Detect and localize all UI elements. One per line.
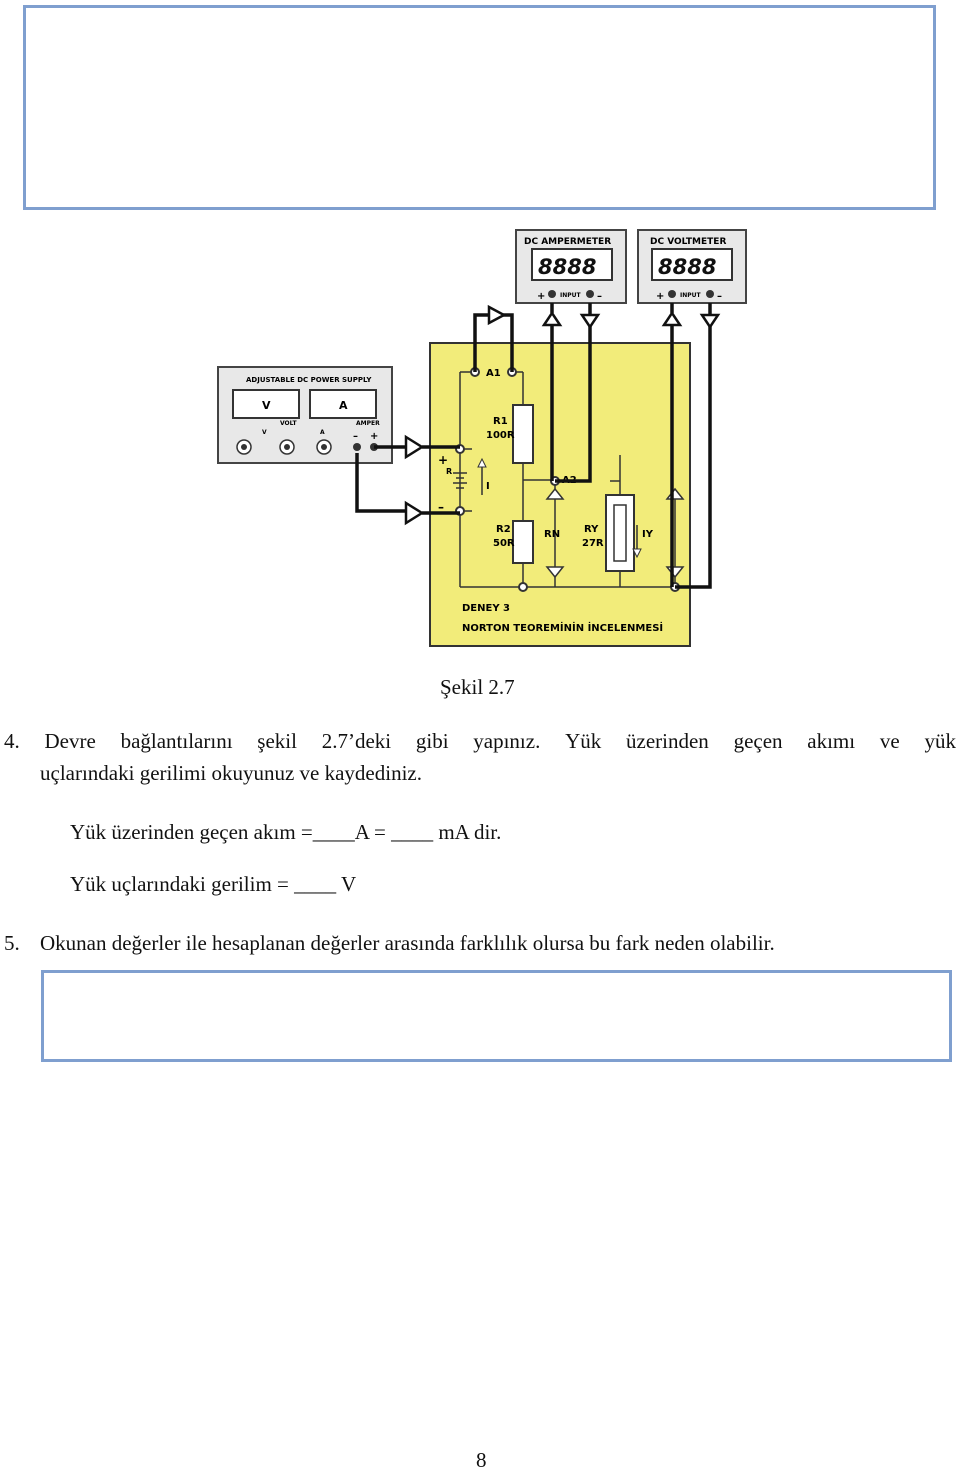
- step4-line1: 4. Devre bağlantılarını şekil 2.7’deki g…: [4, 729, 956, 753]
- answer-box-top[interactable]: [23, 5, 936, 210]
- label-i: I: [486, 481, 490, 492]
- power-supply-title: ADJUSTABLE DC POWER SUPPLY: [246, 376, 372, 384]
- voltmeter-title: DC VOLTMETER: [650, 237, 726, 247]
- voltmeter-display: 8888: [658, 255, 716, 279]
- label-volt: VOLT: [280, 420, 297, 427]
- label-ry-name: RY: [584, 524, 599, 535]
- load-voltage-question: Yük uçlarındaki gerilim = ____ V: [70, 872, 357, 896]
- supply-minus: –: [353, 431, 358, 442]
- figure-caption: Şekil 2.7: [440, 675, 515, 699]
- voltmeter-terminal-plus-icon: [668, 290, 676, 298]
- label-deney-title: NORTON TEOREMİNİN İNCELENMESİ: [462, 620, 663, 634]
- label-r: R: [446, 467, 452, 476]
- ammeter-terminal-plus-icon: [548, 290, 556, 298]
- answer-box-bottom[interactable]: [41, 970, 952, 1062]
- label-a1: A1: [486, 368, 501, 379]
- label-rn: RN: [544, 529, 560, 540]
- load-current-question: Yük üzerinden geçen akım =____A = ____ m…: [70, 820, 502, 844]
- resistor-r2: [512, 520, 534, 564]
- label-ry-value: 27R: [582, 538, 604, 549]
- svg-text:+: +: [537, 291, 545, 302]
- svg-text:–: –: [717, 291, 722, 302]
- label-r1-name: R1: [493, 416, 508, 427]
- step4-number: 4.: [4, 729, 20, 753]
- svg-text:+: +: [656, 291, 664, 302]
- ammeter-display: 8888: [538, 255, 596, 279]
- supply-plus: +: [370, 431, 378, 442]
- label-deney: DENEY 3: [462, 603, 510, 614]
- power-supply: ADJUSTABLE DC POWER SUPPLY V A VOLT AMPE…: [217, 366, 393, 464]
- label-iy: IY: [642, 529, 654, 540]
- voltmeter-input-label: INPUT: [680, 292, 702, 299]
- ammeter-input-label: INPUT: [560, 292, 582, 299]
- label-a: A: [320, 429, 325, 436]
- resistor-r1: [512, 404, 534, 464]
- step4-line2: uçlarındaki gerilimi okuyunuz ve kaydedi…: [40, 761, 422, 785]
- svg-text:–: –: [597, 291, 602, 302]
- label-plus: +: [438, 453, 448, 467]
- step5-text: Okunan değerler ile hesaplanan değerler …: [40, 931, 775, 955]
- terminal-minus-icon: [353, 443, 361, 451]
- ammeter-terminal-minus-icon: [586, 290, 594, 298]
- external-wires: [355, 313, 712, 589]
- circuit-figure: ADJUSTABLE DC POWER SUPPLY V A VOLT AMPE…: [217, 229, 747, 647]
- label-r1-value: 100R: [486, 430, 515, 441]
- step5-number: 5.: [4, 931, 20, 955]
- label-r2-name: R2: [496, 524, 511, 535]
- terminal-r2-icon: [518, 582, 528, 592]
- label-minus: –: [438, 500, 444, 514]
- page-number: 8: [476, 1448, 487, 1472]
- label-v: V: [262, 429, 267, 436]
- experiment-board: A1 A2 R1 100R R2 50R RY 27R RN IY I + – …: [429, 342, 691, 647]
- display-a: A: [339, 399, 348, 412]
- label-amper: AMPER: [356, 420, 380, 427]
- dc-ammeter: DC AMPERMETER 8888 + INPUT –: [515, 229, 627, 304]
- label-r2-value: 50R: [493, 538, 515, 549]
- voltmeter-terminal-minus-icon: [706, 290, 714, 298]
- display-v: V: [262, 399, 271, 412]
- ammeter-title: DC AMPERMETER: [524, 237, 611, 247]
- step5: 5. Okunan değerler ile hesaplanan değerle…: [4, 931, 775, 955]
- dc-voltmeter: DC VOLTMETER 8888 + INPUT –: [637, 229, 747, 304]
